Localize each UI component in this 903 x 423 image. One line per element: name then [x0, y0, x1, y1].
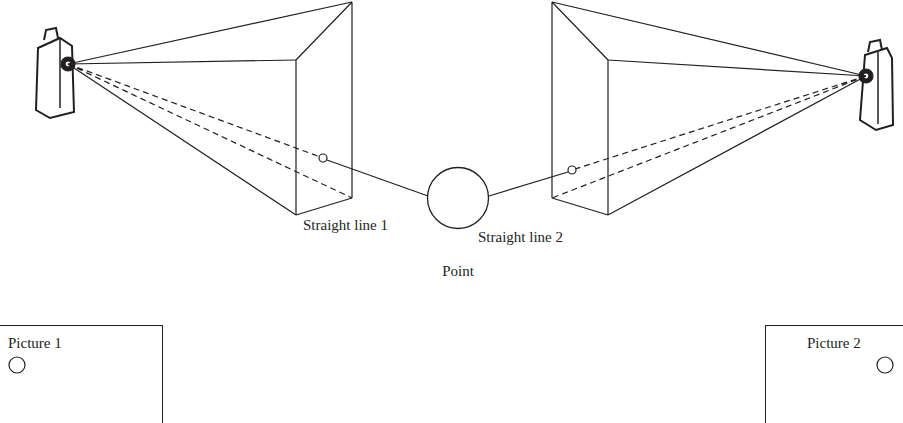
image-point — [9, 357, 25, 373]
right-image-plane — [489, 2, 866, 215]
picture-box: Picture 1 — [0, 325, 163, 423]
circle-outline — [426, 166, 490, 230]
picture-title: Picture 1 — [8, 334, 162, 352]
left-camera — [36, 28, 75, 118]
picture-box: Picture 2 — [765, 325, 903, 423]
right-camera — [859, 40, 893, 130]
image-point — [877, 357, 893, 373]
line-label: Straight line 1 — [301, 216, 390, 234]
point-circle: Point — [426, 166, 490, 230]
straight-line — [489, 172, 568, 196]
left-image-plane — [68, 2, 428, 215]
straight-line — [327, 160, 428, 196]
point-label: Point — [426, 262, 490, 280]
line-label: Straight line 2 — [476, 228, 565, 246]
picture-title: Picture 2 — [807, 334, 903, 352]
